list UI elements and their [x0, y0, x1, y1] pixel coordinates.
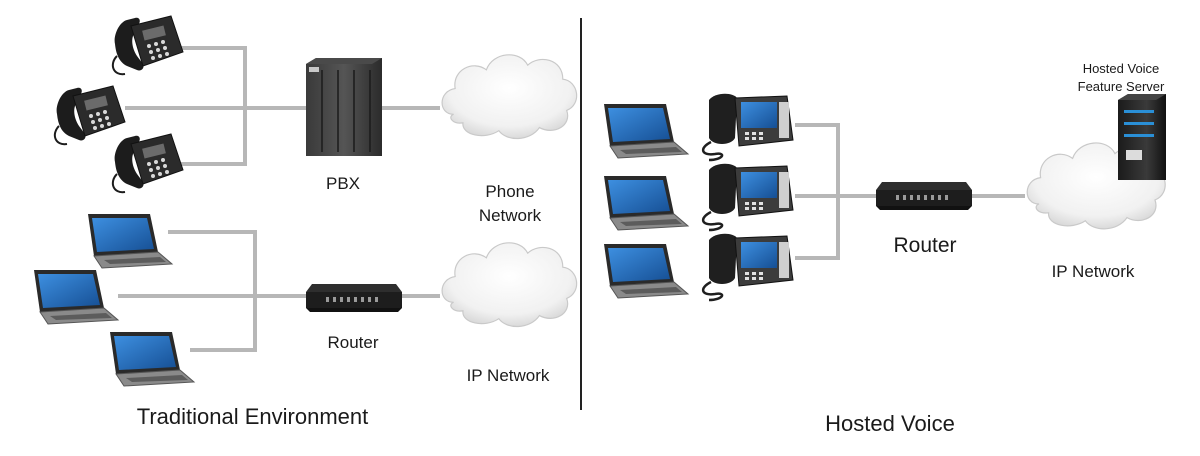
- ip-phone-icon: [701, 232, 795, 302]
- laptop-icon: [603, 103, 689, 159]
- hosted-ip-network-label: IP Network: [1051, 262, 1135, 281]
- phone-network-cloud-icon: [441, 54, 578, 140]
- router-icon: [306, 284, 402, 312]
- ip-network-cloud-icon: [441, 242, 578, 328]
- laptop-trunk-connector: [168, 230, 257, 352]
- server-icon: [1118, 94, 1166, 180]
- traditional-section-title: Traditional Environment: [136, 404, 369, 429]
- desk-phone-icon: [111, 133, 184, 194]
- ip-phone-icon: [701, 162, 795, 232]
- desk-phone-icon: [111, 15, 184, 76]
- connector-lines: [118, 46, 1025, 352]
- desk-phone-icon: [53, 85, 127, 146]
- phone-network-label-line2: Network: [478, 206, 542, 225]
- traditional-ip-network-label: IP Network: [466, 366, 550, 385]
- laptop-icon: [603, 243, 689, 299]
- hosted-laptops: [603, 103, 689, 299]
- pbx-icon: [306, 58, 382, 156]
- laptop-icon: [109, 331, 195, 387]
- router-icon: [876, 182, 972, 210]
- server-label-line1: Hosted Voice: [1082, 61, 1160, 76]
- laptop-icon: [33, 269, 119, 325]
- traditional-phones: [53, 15, 184, 194]
- hosted-ip-phones: [701, 92, 795, 302]
- server-label-line2: Feature Server: [1077, 79, 1165, 94]
- ip-phone-icon: [701, 92, 795, 162]
- traditional-laptops: [33, 213, 195, 387]
- phone-network-label-line1: Phone: [485, 182, 535, 201]
- hosted-section-title: Hosted Voice: [825, 411, 955, 436]
- hosted-router-label: Router: [893, 234, 957, 257]
- pbx-label: PBX: [325, 174, 361, 193]
- laptop-icon: [603, 175, 689, 231]
- traditional-router-label: Router: [327, 333, 379, 352]
- laptop-icon: [87, 213, 173, 269]
- ip-phone-trunk-connector: [795, 123, 840, 260]
